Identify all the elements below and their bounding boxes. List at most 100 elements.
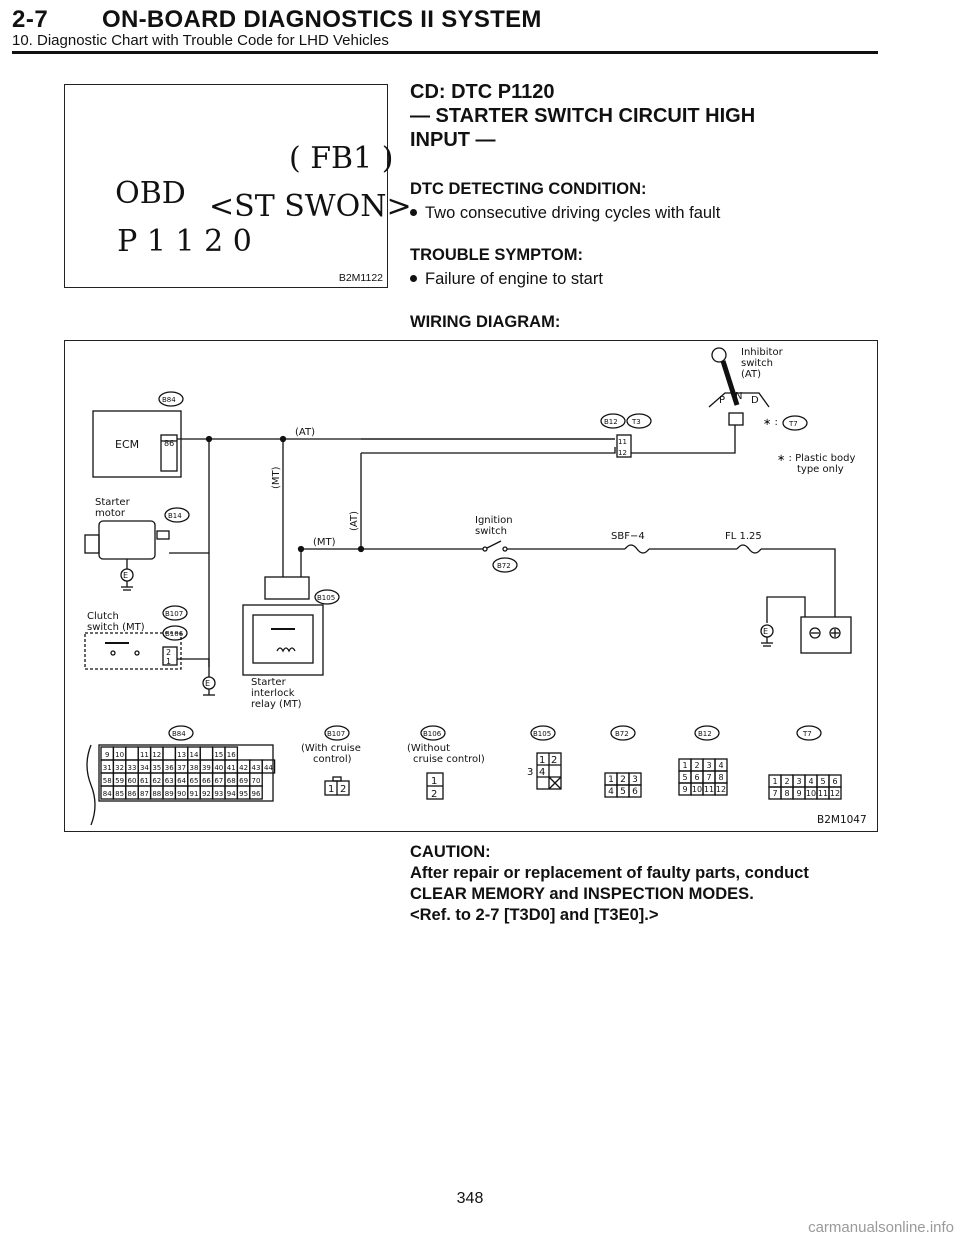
t7-pin: 3: [796, 777, 801, 786]
obd-screen-figure: OBD ( FB1 ) P 1 1 2 0 <ST SWON> B2M1122: [64, 84, 412, 288]
tag-b72: [492, 557, 518, 573]
b72-pin: 6: [632, 787, 638, 797]
b84-pin: 92: [202, 790, 211, 798]
prnd-arc: [708, 392, 770, 408]
wire-to-battery: [761, 548, 836, 617]
wiring-diagram: ECM 8 6 (AT) (MT) (AT) (MT) Ignition swit…: [64, 340, 878, 832]
b84-pin: 15: [214, 751, 223, 759]
b84-pin: 59: [115, 777, 124, 785]
starter-label-1: Starter: [95, 497, 131, 508]
b107-pin-2: 2: [340, 784, 346, 795]
relay-label-1: Starter: [251, 677, 287, 688]
wire-at-t3: [361, 447, 616, 454]
wire-label-mt: (MT): [271, 466, 282, 489]
b84-pin: 96: [252, 790, 261, 798]
tag-t3: [626, 413, 652, 429]
starter-gear: [84, 534, 100, 554]
face-b106-tag-label: B106: [423, 730, 442, 738]
face-b12-tag-label: B12: [698, 730, 712, 738]
wire-inhibitor: [631, 425, 736, 454]
wire-label-at: (AT): [295, 427, 315, 438]
b84-pin: 58: [103, 777, 112, 785]
obd-dtc-name: <ST SWON>: [209, 189, 412, 224]
b84-pin: 32: [115, 764, 124, 772]
relay-box: [242, 604, 324, 676]
trouble-symptom-label: TROUBLE SYMPTOM:: [410, 246, 583, 264]
b84-pin: 85: [115, 790, 124, 798]
caution-block: CAUTION: After repair or replacement of …: [410, 842, 880, 926]
inhibitor-label-3: (AT): [741, 369, 761, 380]
obd-label: OBD: [115, 176, 186, 211]
fusible-link: [736, 544, 762, 554]
tag-b12: [600, 413, 626, 429]
tag-b14: [164, 507, 190, 523]
b106-pin-block: [162, 646, 178, 666]
relay-connector: [264, 576, 310, 600]
b84-pin: 16: [227, 751, 236, 759]
t7-cell: [828, 786, 842, 800]
t7-pin: 8: [784, 789, 789, 798]
wire-label-mt-2: (MT): [313, 537, 336, 548]
tag-b106-label: B106: [165, 630, 184, 638]
tag-t3-label: T3: [631, 418, 641, 426]
ignition-switch-contact: [484, 540, 502, 550]
splice-4: [357, 545, 365, 553]
b84-pin: 38: [190, 764, 199, 772]
ecm-label: ECM: [115, 438, 139, 451]
b105-cross-2: [548, 776, 562, 790]
b105-pin-3: 3: [527, 767, 533, 778]
b106-face-pin-2: 2: [431, 789, 437, 800]
b84-pin: 90: [177, 790, 186, 798]
wiring-diagram-svg: ECM 8 6 (AT) (MT) (AT) (MT) Ignition swit…: [84, 347, 867, 826]
tag-b12-label: B12: [604, 418, 618, 426]
connector-tags: B84 B14 B107 B106 B105 B72 B12 T3 T7: [158, 391, 808, 641]
relay-label-3: relay (MT): [251, 699, 302, 710]
sbf-label: SBF−4: [611, 531, 645, 542]
tag-b105-label: B105: [317, 594, 335, 602]
obd-mode: ( FB1 ): [289, 141, 394, 176]
b72-pin: 2: [620, 775, 626, 785]
tag-t7: [782, 415, 808, 431]
battery-icon: [800, 616, 852, 654]
b12-pin: 10: [692, 785, 702, 794]
obd-line-1: OBD ( FB1 ): [77, 141, 393, 281]
face-b84-tag: [168, 725, 194, 741]
face-b106-tag: [420, 725, 446, 741]
b12-cell: [714, 782, 728, 796]
b72-pin: 1: [608, 775, 614, 785]
t7-pin: 9: [796, 789, 801, 798]
b84-housing-curve: [86, 744, 96, 826]
b84-pin: 44: [264, 764, 273, 772]
b84-pin: 70: [252, 777, 261, 785]
b107-caption-1: (With cruise: [301, 743, 361, 754]
b12-pin: 12: [716, 785, 726, 794]
b84-pin: 67: [214, 777, 223, 785]
b84-pin: 65: [190, 777, 199, 785]
starter-terminal: [156, 530, 170, 540]
b12-pin: 9: [682, 785, 687, 794]
b84-pin: 37: [177, 764, 186, 772]
page-title: ON-BOARD DIAGNOSTICS II SYSTEM: [102, 6, 542, 33]
bullet-icon: [410, 209, 417, 216]
ignition-label-1: Ignition: [475, 515, 513, 526]
note-line-1: ∗ : Plastic body: [777, 453, 855, 464]
t3-connector: [616, 434, 632, 458]
clutch-contact-b: [134, 650, 140, 656]
b84-pin: 69: [239, 777, 248, 785]
b84-pin: 42: [239, 764, 248, 772]
b84-cell: [199, 746, 214, 761]
tag-t7-label: T7: [788, 420, 798, 428]
ignition-label-2: switch: [475, 526, 507, 537]
fl-label: FL 1.25: [725, 531, 762, 542]
b84-pin: 95: [239, 790, 248, 798]
clutch-label-1: Clutch: [87, 611, 119, 622]
caution-heading: CAUTION:: [410, 843, 491, 861]
b84-pin: 89: [165, 790, 174, 798]
battery-plus: [829, 627, 841, 639]
b107-caption-2: control): [313, 754, 352, 765]
note-line-2: type only: [797, 464, 844, 475]
b106-face-pin-1: 1: [431, 776, 437, 787]
